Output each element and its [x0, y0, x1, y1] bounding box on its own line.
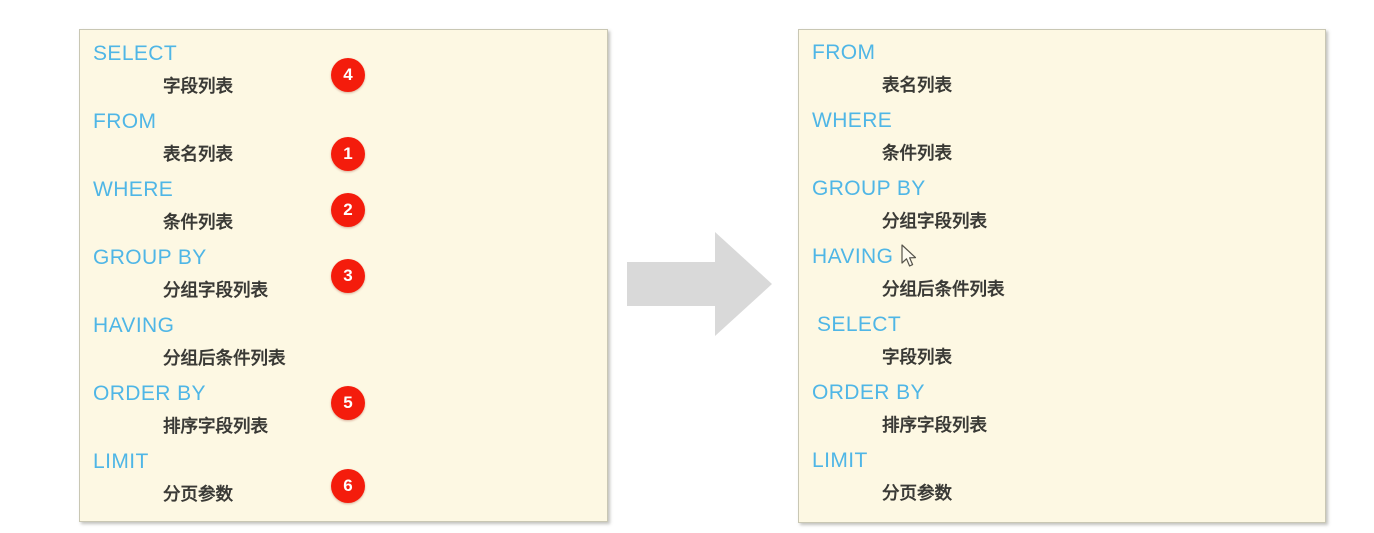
clause-value-from: 表名列表 [163, 145, 233, 165]
clause-value-order-by: 排序字段列表 [163, 417, 268, 437]
clause-list-execution: FROM 表名列表 WHERE 条件列表 GROUP BY 分组字段列表 HAV… [799, 30, 1325, 522]
clause-keyword-from: FROM [93, 110, 157, 133]
clause-keyword-where: WHERE [93, 178, 174, 201]
order-badge-3: 3 [331, 259, 365, 293]
exec-value-where: 条件列表 [882, 144, 952, 164]
exec-keyword-where: WHERE [812, 109, 893, 132]
clause-keyword-order-by: ORDER BY [93, 382, 206, 405]
exec-value-limit: 分页参数 [882, 484, 952, 504]
exec-value-select: 字段列表 [882, 348, 952, 368]
mouse-pointer-icon [901, 244, 919, 270]
clause-list-written: SELECT 字段列表 FROM 表名列表 WHERE 条件列表 GROUP B… [80, 30, 607, 521]
exec-keyword-select: SELECT [817, 313, 902, 336]
order-badge-5: 5 [331, 386, 365, 420]
exec-keyword-from: FROM [812, 41, 876, 64]
clause-value-select: 字段列表 [163, 77, 233, 97]
exec-value-group-by: 分组字段列表 [882, 212, 987, 232]
right-arrow-icon [627, 232, 772, 336]
clause-value-having: 分组后条件列表 [163, 349, 286, 369]
clause-keyword-group-by: GROUP BY [93, 246, 207, 269]
order-badge-1: 1 [331, 137, 365, 171]
order-badge-2: 2 [331, 193, 365, 227]
written-order-panel: SELECT 字段列表 FROM 表名列表 WHERE 条件列表 GROUP B… [79, 29, 608, 522]
clause-keyword-having: HAVING [93, 314, 175, 337]
exec-value-from: 表名列表 [882, 76, 952, 96]
clause-value-limit: 分页参数 [163, 485, 233, 505]
exec-value-having: 分组后条件列表 [882, 280, 1005, 300]
clause-value-group-by: 分组字段列表 [163, 281, 268, 301]
clause-keyword-select: SELECT [93, 42, 178, 65]
order-badge-6: 6 [331, 469, 365, 503]
exec-keyword-having: HAVING [812, 245, 894, 268]
order-badge-4: 4 [331, 58, 365, 92]
exec-keyword-group-by: GROUP BY [812, 177, 926, 200]
clause-keyword-limit: LIMIT [93, 450, 149, 473]
clause-value-where: 条件列表 [163, 213, 233, 233]
exec-keyword-limit: LIMIT [812, 449, 868, 472]
exec-value-order-by: 排序字段列表 [882, 416, 987, 436]
execution-order-panel: FROM 表名列表 WHERE 条件列表 GROUP BY 分组字段列表 HAV… [798, 29, 1326, 523]
exec-keyword-order-by: ORDER BY [812, 381, 925, 404]
